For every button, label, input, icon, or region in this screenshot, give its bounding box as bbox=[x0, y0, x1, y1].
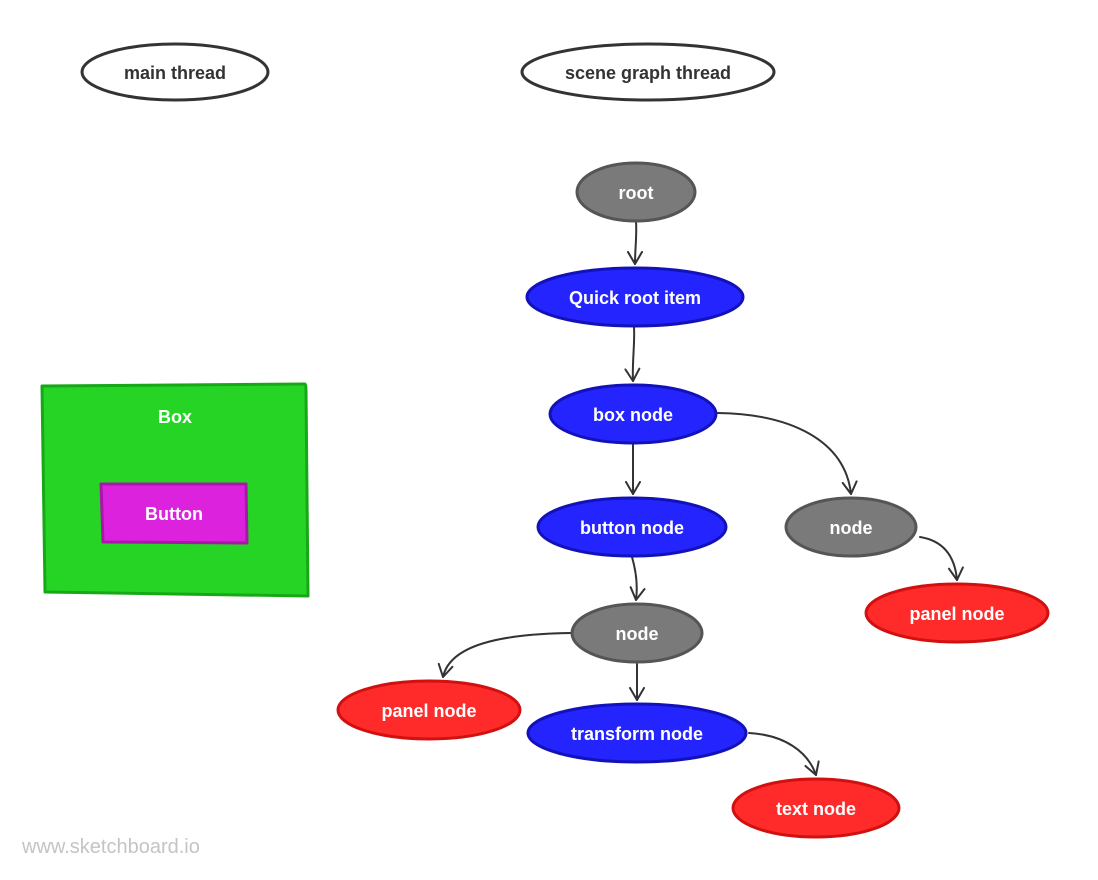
node-quick-root-item-label: Quick root item bbox=[569, 288, 701, 308]
node-panel-left: panel node bbox=[336, 679, 522, 741]
edge-node-right-to-panel-node-right bbox=[919, 536, 964, 581]
button-widget: Button bbox=[99, 482, 249, 545]
node-root-label: root bbox=[619, 183, 654, 203]
edge-node-center-to-panel-node-left bbox=[437, 632, 572, 678]
node-text: text node bbox=[731, 777, 901, 839]
edge-quick-root-item-to-box-node bbox=[624, 326, 641, 382]
node-transform: transform node bbox=[526, 702, 748, 764]
node-transform-label: transform node bbox=[571, 724, 703, 744]
edge-transform-node-to-text-node bbox=[748, 732, 820, 776]
edge-box-node-to-node-right bbox=[717, 412, 858, 495]
node-panel-left-label: panel node bbox=[381, 701, 476, 721]
main-thread-label: main thread bbox=[124, 63, 226, 83]
node-center: node bbox=[570, 602, 704, 664]
connectors bbox=[437, 220, 964, 776]
node-button-label: button node bbox=[580, 518, 684, 538]
node-center-label: node bbox=[616, 624, 659, 644]
box-label: Box bbox=[158, 407, 192, 427]
node-box-label: box node bbox=[593, 405, 673, 425]
node-text-label: text node bbox=[776, 799, 856, 819]
node-button: button node bbox=[536, 496, 728, 558]
node-quick-root-item: Quick root item bbox=[525, 266, 745, 328]
node-panel-right-label: panel node bbox=[909, 604, 1004, 624]
scene-graph-thread-header: scene graph thread bbox=[520, 42, 776, 102]
node-right-label: node bbox=[830, 518, 873, 538]
sketchboard-watermark: www.sketchboard.io bbox=[22, 836, 200, 858]
node-panel-right: panel node bbox=[864, 582, 1050, 644]
node-right: node bbox=[784, 496, 918, 558]
edge-root-to-quick-root-item bbox=[627, 220, 644, 265]
main-thread-header: main thread bbox=[80, 42, 270, 102]
scene-graph-thread-label: scene graph thread bbox=[565, 63, 731, 83]
edge-button-node-to-node-center bbox=[629, 556, 646, 601]
button-label: Button bbox=[145, 504, 203, 524]
node-box: box node bbox=[548, 383, 718, 445]
node-root: root bbox=[575, 161, 697, 223]
